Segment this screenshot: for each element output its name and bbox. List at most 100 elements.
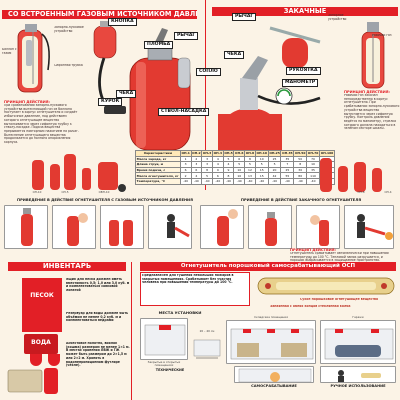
label-pin-right: ЧЕКА (224, 51, 245, 59)
label-siphon: Сифонная трубка (54, 64, 83, 67)
principle-pumped: ПРИНЦИП ДЕЙСТВИЯ: Рабочий газ закачан не… (344, 90, 400, 142)
table-header-cell: ОП-10 (254, 150, 269, 157)
principle-osp-title: ПРИНЦИП ДЕЙСТВИЯ: (290, 248, 336, 252)
principle-pumped-text: Рабочий газ закачан непосредственно в ко… (344, 94, 400, 131)
osp-scene-garage (320, 320, 396, 364)
steps-built-in-title: Приведение в действие огнетушителя с газ… (17, 198, 193, 202)
principle-osp: ПРИНЦИП ДЕЙСТВИЯ: Огнетушитель срабатыва… (290, 248, 398, 262)
osp-scene-garage-label: Гаражи (352, 315, 364, 319)
extinguisher-lineup-left (28, 150, 138, 194)
label-lever: РЫЧАГ (174, 32, 199, 40)
label-button: КНОПКА (108, 18, 137, 26)
step-7 (296, 205, 340, 249)
principle-built-in-title: ПРИНЦИП ДЕЙСТВИЯ: (4, 100, 50, 104)
extinguisher-built-in-illustration (82, 18, 202, 153)
sand-box: ПЕСОК (22, 278, 62, 332)
osp-capsule (256, 274, 396, 298)
osp-scene-warehouse (226, 320, 316, 364)
table-cell: -40 (233, 178, 246, 185)
table-header-cell: ОП-4 (211, 150, 224, 157)
osp-scene-closed (140, 318, 188, 360)
section-divider (205, 0, 206, 190)
osp-auto-label: САМОСРАБАТЫВАНИЕ (251, 384, 297, 388)
tag-op4: ОП-4 (384, 190, 392, 194)
osp-tagline-text: Предназначен для тушения небольших пожар… (142, 274, 234, 285)
label-seal: ПЛОМБА (144, 41, 174, 49)
step-8 (344, 205, 394, 249)
table-cell: -40 (254, 178, 269, 185)
steps-strip (4, 205, 396, 251)
tag-op10: ОП-10 (32, 190, 42, 194)
label-valve: Запорно-пусковое устройство (54, 26, 84, 33)
section-title-pumped: ЗАКАЧНЫЕ (212, 7, 398, 16)
tag-ovp10: ОВП-10 (98, 190, 110, 194)
table-cell: -40 (179, 178, 192, 185)
table-header-cell: ОП-2 (190, 150, 203, 157)
step-3 (100, 205, 144, 249)
principle-osp-text: Огнетушитель срабатывает автоматически п… (290, 252, 389, 262)
tag-op8: ОП-8 (357, 190, 365, 194)
osp-auto-scene (234, 366, 314, 383)
water-tank: ВОДА (24, 334, 58, 354)
table-header-cell: ОП-25 (267, 150, 282, 157)
osp-manual-label: РУЧНОЕ ИСПОЛЬЗОВАНИЕ (330, 384, 386, 388)
osp-size (192, 336, 222, 360)
label-handle-right: РУКОЯТКА (286, 67, 321, 75)
bucket-1 (30, 354, 42, 366)
step-1 (4, 205, 48, 249)
cutaway-extinguisher-left (8, 22, 54, 96)
principle-built-in: ПРИНЦИП ДЕЙСТВИЯ: При срабатывании запор… (4, 100, 82, 148)
water-tank-text: Резервуар для воды должен быть объёмом н… (66, 312, 129, 323)
fire-blanket (4, 366, 62, 396)
osp-places-title: МЕСТА УСТАНОВКИ (158, 310, 202, 315)
table-header-cell: ОП-3 (201, 150, 213, 157)
osp-ring-label: Запаянная с обеих концов стеклянная колб… (270, 305, 351, 308)
steps-pumped-title: Приведение в действие закачного огнетуши… (240, 198, 362, 202)
osp-tech-label: ТЕХНИЧЕСКИЕ (155, 368, 185, 372)
osp-size-label: 20 – 40 см (199, 329, 215, 333)
table-cell: -40 (222, 178, 235, 185)
table-header-cell: ОП-8 (244, 150, 256, 157)
table-cell: -40 (190, 178, 203, 185)
step-6 (248, 205, 292, 249)
osp-tagline: Предназначен для тушения небольших пожар… (140, 272, 250, 306)
section-title-built-in: СО ВСТРОЕННЫМ ГАЗОВЫМ ИСТОЧНИКОМ ДАВЛЕНИ… (2, 10, 197, 19)
inventory-title: ИНВЕНТАРЬ (8, 262, 126, 271)
sand-box-text: Ящик для песка должен иметь вместимость … (66, 278, 130, 293)
label-gauge-right: МАНОМЕТР (282, 79, 319, 87)
extinguisher-pumped-illustration (210, 18, 360, 164)
step-2 (52, 205, 96, 249)
label-pin: ЧЕКА (116, 90, 137, 98)
table-cell: -40 (211, 178, 224, 185)
table-row-header: Масса огнетушителя, кг (135, 172, 181, 179)
osp-scene-closed-label: Закрытые в открытых помещениях (147, 360, 181, 368)
water-label: ВОДА (31, 339, 51, 346)
tag-op5: ОП-5 (61, 190, 69, 194)
principle-pumped-title: ПРИНЦИП ДЕЙСТВИЯ: (344, 90, 390, 94)
osp-scene-warehouse-label: Складские помещения (254, 315, 288, 319)
label-shutoff: Запорное устройство (328, 14, 347, 21)
label-lever-right: РЫЧАГ (232, 13, 257, 21)
table-cell: -40 (244, 178, 256, 185)
principle-built-in-text: При срабатывании запорно-пускового устро… (4, 104, 79, 145)
label-working-gas: Рабочий газ (372, 34, 392, 37)
table-header-cell: ОП-6 (233, 150, 246, 157)
label-nozzle: СТВОЛ-НАСАДКА (158, 108, 210, 116)
table-row-header: Температура, °С (135, 178, 181, 185)
cutaway-extinguisher-right (352, 18, 396, 90)
table-header-cell: ОП-5 (222, 150, 235, 157)
osp-manual-scene (320, 366, 396, 383)
label-trigger: КУРОК (98, 98, 123, 106)
extinguisher-lineup-right (290, 152, 398, 194)
fire-blanket-text: Асбестовое полотно, войлок (кошма) разме… (66, 342, 130, 368)
inventory-panel: ИНВЕНТАРЬ ПЕСОК Ящик для песка должен им… (0, 262, 132, 400)
step-5 (200, 205, 244, 249)
sand-label: ПЕСОК (30, 292, 54, 299)
bucket-2 (48, 354, 60, 366)
table-cell: -40 (201, 178, 213, 185)
step-4 (148, 205, 192, 249)
osp-title: Огнетушитель порошковый самосрабатывающи… (140, 262, 396, 271)
label-nozzle-right: СОПЛО (196, 68, 221, 76)
label-gas-cylinder: Баллон с газом (2, 48, 17, 55)
